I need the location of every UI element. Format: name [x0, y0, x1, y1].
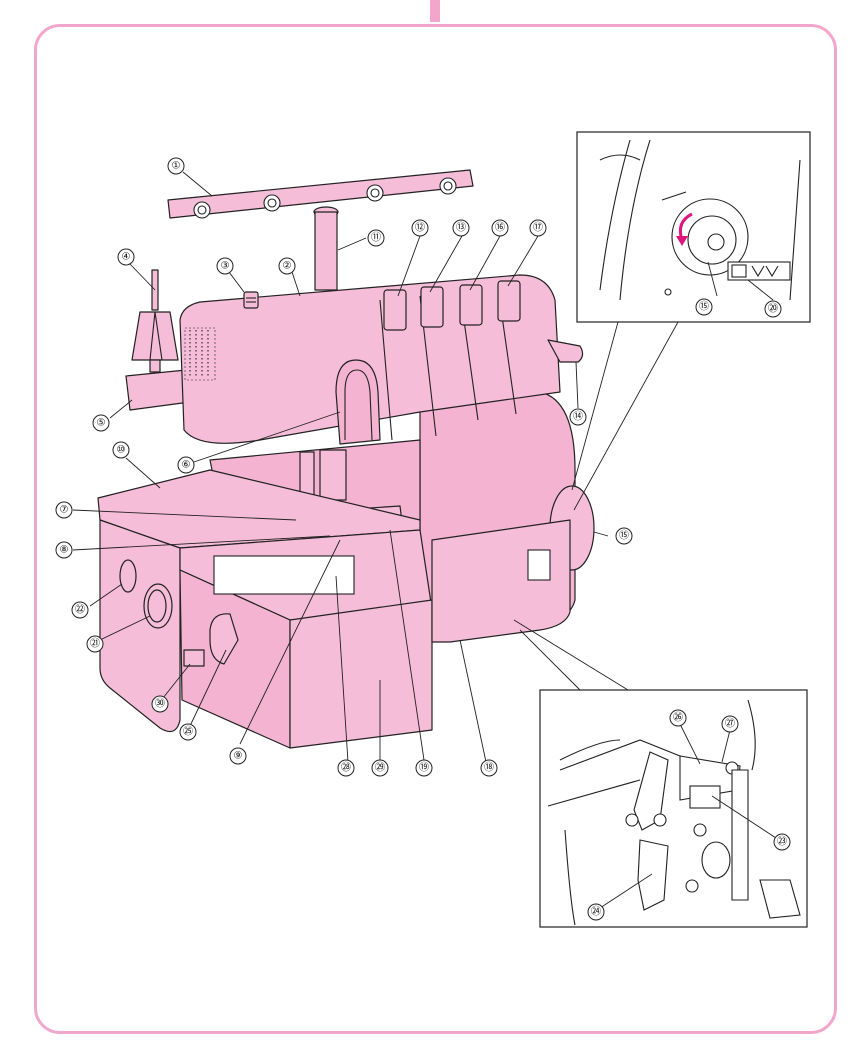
callout-15-inset-label: ⑮	[699, 301, 709, 313]
callout-5-label: ⑤	[97, 418, 106, 429]
callout-21-label: ㉑	[90, 638, 100, 650]
callout-19: ⑲	[415, 759, 433, 777]
callout-3: ③	[216, 257, 234, 275]
callout-16-label: ⑯	[495, 222, 505, 234]
callout-28-label: ㉘	[341, 762, 351, 774]
callout-22: ㉒	[71, 601, 89, 619]
callout-6: ⑥	[177, 456, 195, 474]
callout-18-label: ⑱	[484, 762, 494, 774]
callout-4-label: ④	[122, 252, 131, 263]
callout-28: ㉘	[337, 759, 355, 777]
top-tab-marker	[430, 0, 440, 22]
leader-lines	[72, 171, 777, 909]
callout-17-label: ⑰	[533, 222, 543, 234]
callout-29: ㉙	[371, 759, 389, 777]
callout-10-label: ⑩	[117, 445, 126, 456]
callout-2: ②	[278, 257, 296, 275]
callout-5: ⑤	[92, 414, 110, 432]
callout-20-label: ⑳	[768, 303, 778, 315]
callout-11-label: ⑪	[371, 232, 381, 244]
callout-15-label: ⑮	[619, 530, 629, 542]
callout-8: ⑧	[55, 541, 73, 559]
callout-23-label: ㉓	[777, 836, 787, 848]
callout-25-label: ㉕	[183, 726, 193, 738]
callout-9-label: ⑨	[234, 751, 243, 762]
callout-18: ⑱	[480, 759, 498, 777]
callout-15-inset: ⑮	[695, 298, 713, 316]
callout-3-label: ③	[221, 261, 230, 272]
callout-16: ⑯	[491, 219, 509, 237]
callout-1: ①	[167, 157, 185, 175]
vent-grid	[184, 327, 216, 381]
callout-8-label: ⑧	[60, 545, 69, 556]
callout-24-label: ㉔	[591, 906, 601, 918]
callout-30: ㉚	[151, 695, 169, 713]
tension-dials	[383, 280, 521, 331]
callout-12: ⑫	[411, 219, 429, 237]
callout-17: ⑰	[529, 219, 547, 237]
looper-detail-inset	[539, 689, 808, 928]
callout-20: ⑳	[764, 300, 782, 318]
callout-27: ㉗	[721, 715, 739, 733]
callout-25: ㉕	[179, 723, 197, 741]
callout-26: ㉖	[669, 709, 687, 727]
callout-13-label: ⑬	[456, 222, 466, 234]
callout-12-label: ⑫	[415, 222, 425, 234]
callout-14: ⑭	[569, 408, 587, 426]
callout-22-label: ㉒	[75, 604, 85, 616]
callout-2-label: ②	[283, 261, 292, 272]
callout-21: ㉑	[86, 635, 104, 653]
callout-15: ⑮	[615, 527, 633, 545]
callout-19-label: ⑲	[419, 762, 429, 774]
callout-10: ⑩	[112, 441, 130, 459]
callout-7: ⑦	[55, 501, 73, 519]
callout-14-label: ⑭	[573, 411, 583, 423]
callout-27-label: ㉗	[725, 718, 735, 730]
callout-26-label: ㉖	[673, 712, 683, 724]
callout-7-label: ⑦	[60, 505, 69, 516]
callout-29-label: ㉙	[375, 762, 385, 774]
callout-11: ⑪	[367, 229, 385, 247]
callout-24: ㉔	[587, 903, 605, 921]
callout-1-label: ①	[172, 161, 181, 172]
callout-30-label: ㉚	[155, 698, 165, 710]
callout-9: ⑨	[229, 747, 247, 765]
callout-13: ⑬	[452, 219, 470, 237]
callout-4: ④	[117, 248, 135, 266]
callout-6-label: ⑥	[182, 460, 191, 471]
machine-body	[97, 274, 595, 749]
thread-stand	[167, 169, 474, 291]
handwheel-detail-inset	[576, 131, 811, 323]
callout-23: ㉓	[773, 833, 791, 851]
